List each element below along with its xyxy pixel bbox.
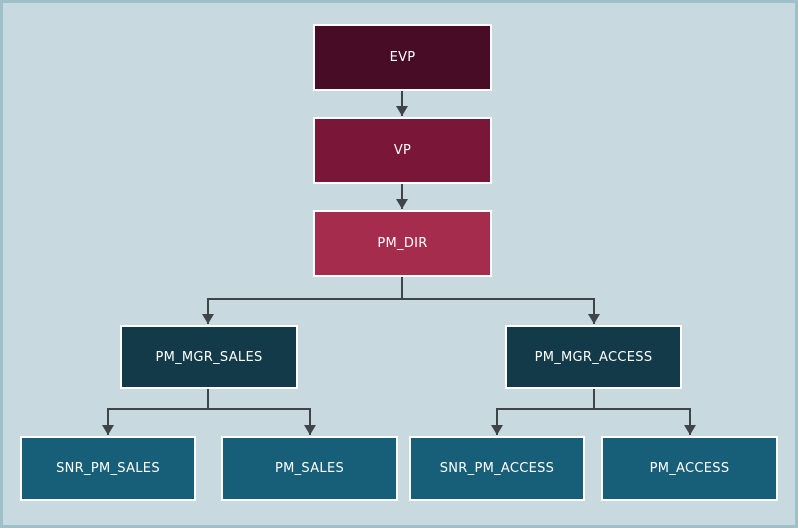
- org-node-label: VP: [393, 143, 412, 158]
- org-node-label: PM_DIR: [377, 236, 428, 251]
- org-node-label: SNR_PM_ACCESS: [439, 461, 555, 476]
- org-node-label: PM_MGR_SALES: [155, 349, 263, 365]
- org-node-snr-pm-sales: SNR_PM_SALES: [20, 436, 196, 501]
- org-node-label: PM_MGR_ACCESS: [534, 349, 653, 365]
- org-node-label: SNR_PM_SALES: [56, 461, 160, 476]
- org-node-label: PM_SALES: [274, 461, 345, 476]
- org-node-vp: VP: [313, 117, 492, 184]
- org-node-pm-dir: PM_DIR: [313, 210, 492, 277]
- org-node-label: PM_ACCESS: [649, 461, 730, 476]
- org-node-label: EVP: [389, 50, 416, 65]
- org-node-pm-mgr-access: PM_MGR_ACCESS: [505, 325, 682, 389]
- org-node-evp: EVP: [313, 24, 492, 91]
- org-node-pm-sales: PM_SALES: [221, 436, 398, 501]
- org-node-pm-access: PM_ACCESS: [601, 436, 778, 501]
- org-node-snr-pm-access: SNR_PM_ACCESS: [409, 436, 585, 501]
- org-node-pm-mgr-sales: PM_MGR_SALES: [120, 325, 298, 389]
